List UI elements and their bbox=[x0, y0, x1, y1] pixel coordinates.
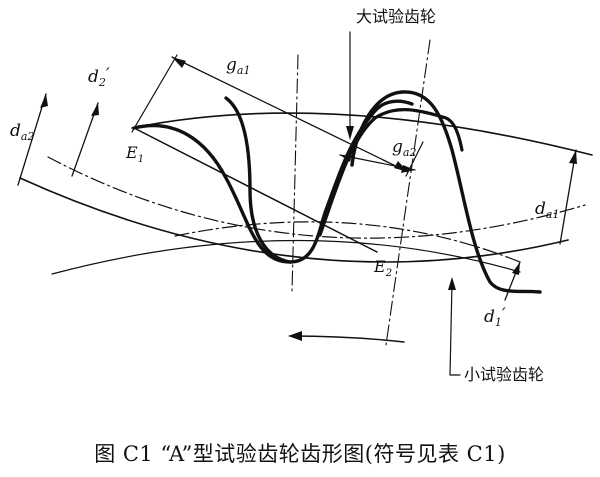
e2-label: E2 bbox=[373, 257, 392, 279]
ga1-label: ga1 bbox=[226, 55, 250, 77]
rotation-arc bbox=[289, 335, 405, 343]
large-gear-tip-circle bbox=[19, 177, 569, 263]
gear-tooth-profile-diagram: 大试验齿轮 小试验齿轮 da2 d2′ ga1 ga2 E1 E2 da1 d1… bbox=[10, 7, 593, 384]
ga1-extension-left bbox=[131, 54, 178, 133]
large-gear-leader-arrow bbox=[346, 126, 354, 140]
small-gear-leader-arrow bbox=[448, 277, 456, 290]
ga2-arrow-left bbox=[340, 155, 352, 162]
da2-dimension-line bbox=[17, 93, 47, 186]
center-line-right bbox=[385, 39, 431, 346]
small-gear-tooth-inner bbox=[318, 108, 464, 237]
rotation-arrow-head bbox=[288, 331, 302, 341]
small-gear-root-circle bbox=[51, 239, 521, 275]
small-gear-tip-circle bbox=[131, 112, 593, 156]
center-line-left bbox=[291, 54, 299, 293]
e1-label: E1 bbox=[125, 143, 144, 165]
da1-label: da1 bbox=[535, 199, 559, 221]
ga1-dimension-line bbox=[171, 56, 409, 173]
ga2-arrow-right bbox=[401, 165, 415, 173]
d2p-arrow-top bbox=[91, 103, 99, 116]
small-gear-tooth-profile bbox=[224, 96, 292, 264]
ga2-label: ga2 bbox=[392, 137, 416, 159]
small-gear-tooth-right-flank bbox=[350, 90, 542, 294]
da1-arrow-top bbox=[569, 150, 577, 164]
line-of-action bbox=[133, 127, 378, 253]
figure-caption: 图 C1 “A”型试验齿轮齿形图(符号见表 C1) bbox=[94, 442, 506, 466]
ga1-arrow-left bbox=[172, 57, 186, 68]
small-gear-leader bbox=[449, 281, 461, 376]
small-gear-label: 小试验齿轮 bbox=[464, 365, 544, 384]
d2p-label: d2′ bbox=[88, 65, 110, 89]
large-gear-pitch-circle bbox=[47, 156, 586, 239]
da2-arrow-top bbox=[40, 94, 48, 108]
d1p-label: d1′ bbox=[484, 305, 506, 329]
large-gear-label: 大试验齿轮 bbox=[356, 7, 436, 26]
da1-dimension-line bbox=[559, 149, 577, 245]
d1p-arrow-top bbox=[512, 262, 520, 275]
large-gear-tooth-profile bbox=[132, 99, 414, 264]
da2-label: da2 bbox=[10, 121, 34, 143]
